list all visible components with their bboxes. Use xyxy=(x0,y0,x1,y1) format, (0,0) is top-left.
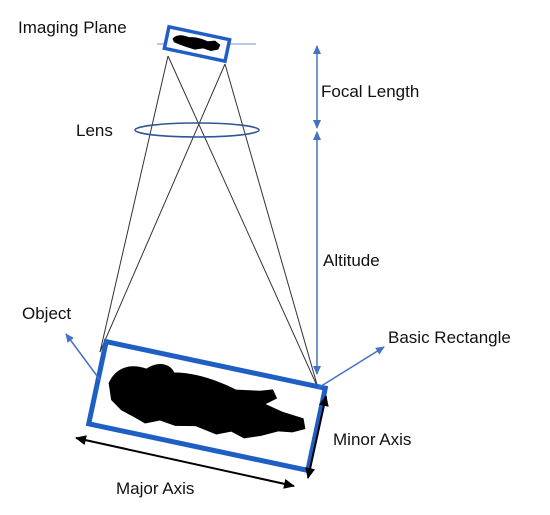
ray-left xyxy=(99,55,169,353)
ray-right xyxy=(224,63,319,389)
object-pointer-arrow xyxy=(65,333,101,381)
basic-rectangle-shape xyxy=(85,338,329,474)
minor-axis-label: Minor Axis xyxy=(333,430,411,449)
minor-axis-arrow xyxy=(305,395,329,479)
imaging-plane-label: Imaging Plane xyxy=(18,18,127,37)
ray-cross-1 xyxy=(167,55,319,389)
altitude-label: Altitude xyxy=(323,251,380,270)
basic-rectangle-label: Basic Rectangle xyxy=(388,328,511,347)
object-silhouette-icon xyxy=(108,364,306,439)
focal-length-label: Focal Length xyxy=(321,82,419,101)
lens-shape xyxy=(134,122,260,138)
major-axis-arrow xyxy=(75,435,295,489)
ray-cross-2 xyxy=(99,63,226,353)
basic-rectangle-pointer-arrow xyxy=(317,346,385,389)
object-label: Object xyxy=(22,304,71,323)
image-rectangle xyxy=(162,24,232,64)
image-silhouette-icon xyxy=(172,35,221,52)
major-axis-label: Major Axis xyxy=(116,479,194,498)
lens-label: Lens xyxy=(76,121,113,140)
